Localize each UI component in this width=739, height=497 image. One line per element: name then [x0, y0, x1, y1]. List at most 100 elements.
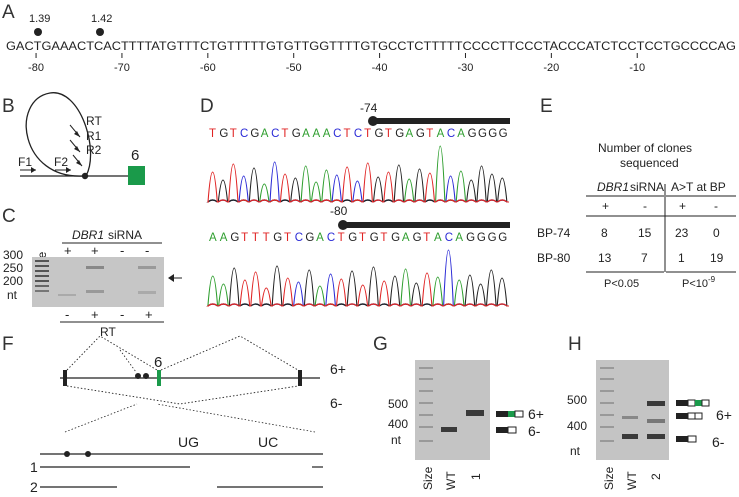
sirna-sign-4: -	[145, 243, 149, 258]
table-cell: 13	[598, 251, 612, 265]
base-letter: A	[302, 128, 310, 140]
pvalue-mutation: P<10	[682, 278, 708, 290]
chromatogram-bottom-traces	[206, 249, 509, 307]
rt-sign-2: +	[91, 307, 99, 322]
base-letter: G	[230, 232, 239, 244]
chromatogram-top-traces	[206, 145, 509, 203]
tick-label: -50	[286, 62, 302, 74]
base-letter: T	[209, 128, 216, 140]
zoom-connector-left	[64, 403, 138, 433]
table-col1-gene: DBR1	[597, 180, 629, 194]
sirna-sign-2: +	[91, 243, 99, 258]
gel-h-band-minus-label: 6-	[712, 434, 725, 450]
base-letter: G	[219, 128, 228, 140]
table-sign-3: +	[679, 199, 686, 213]
gel-g-ladder-band	[419, 378, 433, 380]
table-row-bp74-label: BP-74	[537, 226, 571, 240]
intron-sequence: GACTGAAACTCACTTTTATGTTTCTGTTTTTGTGTTGGTT…	[6, 41, 736, 53]
primer-rt-arrowhead	[74, 131, 80, 137]
table-cell: 0	[713, 226, 720, 240]
gel-h-ladder-band	[600, 414, 614, 416]
motif-ug-label: UG	[178, 434, 199, 450]
gel-g-ladder-band	[419, 414, 433, 416]
gel-h-ladder-band	[600, 440, 614, 442]
gel-h-ladder-500: 500	[567, 393, 587, 407]
table-title-line1: Number of clones	[598, 141, 692, 155]
gel-g	[415, 360, 490, 460]
gel-g-ladder-band	[419, 402, 433, 404]
skipping-splice-lower	[66, 385, 299, 405]
bp-connector	[119, 349, 137, 373]
gel-c-rt-band	[138, 266, 156, 269]
gel-c-background	[32, 257, 164, 307]
base-letter: C	[333, 128, 341, 140]
tick-label: -60	[200, 62, 216, 74]
branch-point-2	[143, 373, 149, 379]
gel-g-ladder-500: 500	[388, 397, 408, 411]
tick-label: -80	[28, 62, 44, 74]
gel-g-band-icons	[496, 410, 524, 434]
gel-h-lane-wt: WT	[625, 471, 639, 490]
gel-g-ladder-band	[419, 367, 433, 369]
base-letter: G	[305, 232, 314, 244]
primer-f2-arrowhead	[66, 167, 71, 173]
base-letter: T	[380, 232, 387, 244]
panel-letter-h: H	[568, 334, 582, 355]
branch-point-1	[135, 373, 141, 379]
table-cell: 8	[601, 226, 608, 240]
gel-h	[596, 360, 669, 460]
gel-h-ladder-band	[600, 402, 614, 404]
base-letter: T	[241, 232, 248, 244]
base-letter: G	[488, 128, 497, 140]
panel-letter-a: A	[2, 2, 15, 23]
base-letter: T	[284, 232, 291, 244]
gel-h-band-plus-label: 6+	[716, 407, 732, 423]
base-letter: G	[250, 128, 259, 140]
isoform-plus-label: 6+	[330, 361, 346, 377]
gel-c-ladder-band	[35, 270, 49, 272]
exon-icon-open	[687, 399, 696, 407]
gel-h-lane-size: Size	[602, 466, 616, 490]
sirna-gene-label: DBR1	[72, 228, 104, 242]
chromatogram-bottom-bar	[343, 222, 510, 228]
gel-h-band-icons	[676, 399, 710, 443]
exon-icon-green	[695, 400, 702, 406]
gel-h-ladder-band	[600, 390, 614, 392]
inclusion-splice-upper	[66, 335, 158, 371]
rt-sign-4: +	[145, 307, 153, 322]
gel-h-ladder-band	[600, 426, 614, 428]
base-letter: A	[406, 128, 414, 140]
gel-c-ladder-band	[35, 275, 49, 277]
base-letter: G	[488, 232, 497, 244]
exon-icon-open	[514, 410, 524, 418]
rt-sign-1: -	[65, 307, 69, 322]
exon-icon-dark	[496, 427, 508, 433]
gel-c-ladder-band	[35, 280, 49, 282]
base-letter: T	[423, 232, 430, 244]
table-cell: 23	[675, 226, 689, 240]
table-sign-2: -	[643, 199, 647, 213]
primer-f2-label: F2	[54, 155, 68, 169]
table-title-line2: sequenced	[620, 156, 679, 170]
base-letter: G	[416, 128, 425, 140]
pvalue-mutation-exponent: -9	[708, 275, 716, 284]
tick-label: -20	[543, 62, 559, 74]
base-letter: T	[343, 128, 350, 140]
gel-c-unit: nt	[7, 288, 18, 302]
construct-2-label: 2	[30, 479, 38, 495]
zoom-bp-1	[64, 451, 70, 457]
gel-c-band-arrowhead	[168, 274, 174, 282]
gel-c-ladder-band	[35, 285, 49, 287]
gel-c-ladder-band	[35, 290, 49, 292]
base-letter: C	[354, 128, 362, 140]
table-col2-header: A>T at BP	[671, 180, 726, 194]
gel-g-mut-incl-band	[466, 410, 484, 416]
exon-6-f-label: 6	[154, 354, 162, 371]
chromatogram-top-bar	[373, 118, 510, 124]
exon-icon-dark	[676, 436, 688, 442]
base-letter: C	[445, 232, 453, 244]
base-letter: T	[338, 232, 345, 244]
base-letter: T	[385, 128, 392, 140]
